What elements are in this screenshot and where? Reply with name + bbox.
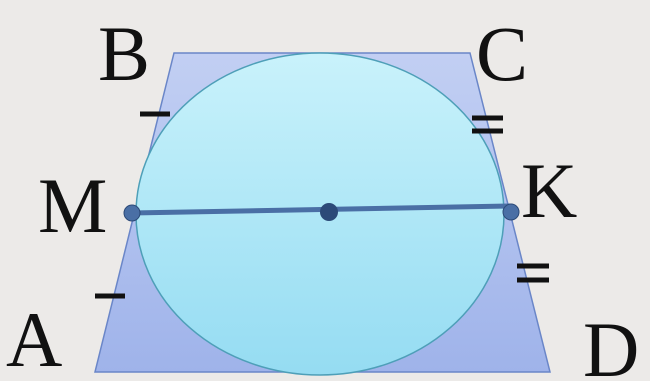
point-m <box>123 204 141 222</box>
label-d: D <box>583 306 639 381</box>
label-m: M <box>38 162 107 249</box>
point-center <box>320 203 338 221</box>
point-k <box>502 203 520 221</box>
label-c: C <box>476 10 528 97</box>
label-k: K <box>521 147 577 234</box>
label-b: B <box>98 10 150 97</box>
label-a: A <box>6 296 62 381</box>
